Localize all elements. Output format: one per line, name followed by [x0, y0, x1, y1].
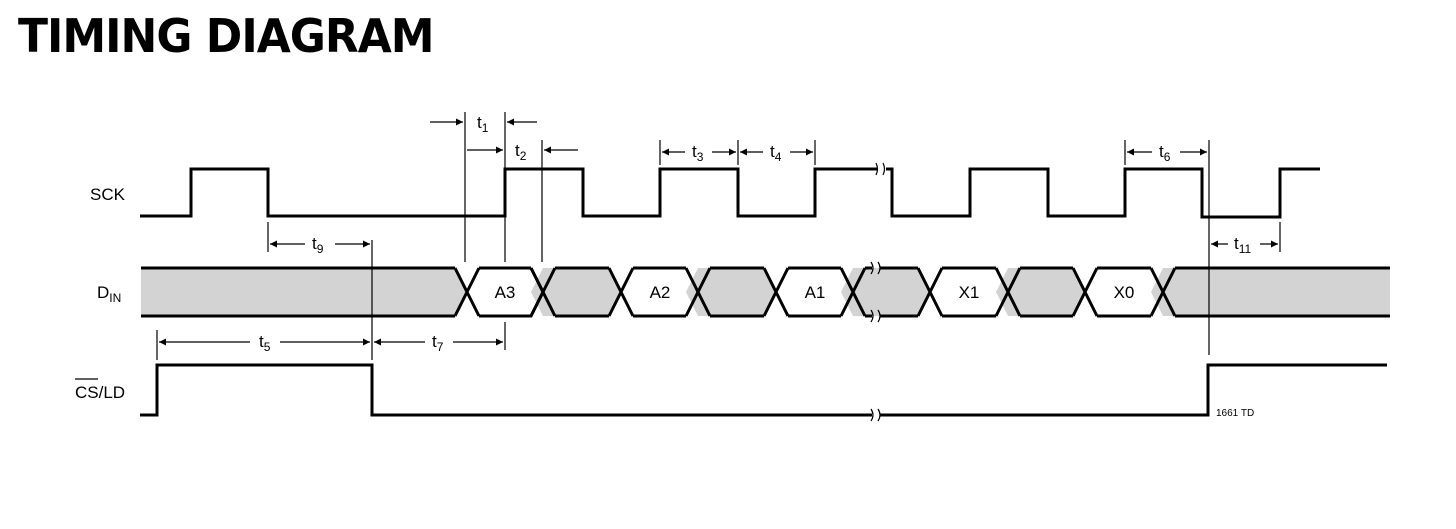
page-title: TIMING DIAGRAM [18, 10, 435, 64]
din-cell-shaded [531, 268, 621, 316]
din-cell-label: A1 [805, 283, 826, 302]
t6-label: t6 [1159, 142, 1171, 164]
din-crossover [684, 266, 764, 318]
sck-waveform [140, 167, 1320, 219]
din-cell-shaded [686, 268, 776, 316]
din-label: DIN [97, 283, 121, 305]
din-cell-x0 [1071, 266, 1151, 318]
din-cell-label: A2 [650, 283, 671, 302]
din-cell-label: A3 [495, 283, 516, 302]
cs-ld-waveform [140, 363, 1387, 417]
reference-lines [156, 112, 1281, 360]
t1-label: t1 [477, 113, 489, 135]
figure-tag: 1661 TD [1216, 408, 1254, 419]
sck-break-mark [875, 162, 886, 176]
din-crossover [839, 266, 918, 318]
t3-label: t3 [692, 142, 704, 164]
t11-label: t11 [1234, 234, 1252, 256]
din-edge [141, 266, 455, 318]
din-crossover [994, 266, 1073, 318]
t9-label: t9 [312, 234, 324, 256]
din-crossover [453, 267, 481, 317]
din-cell-x1 [916, 266, 996, 318]
din-cell-a1 [762, 266, 841, 318]
timing-arrows [159, 118, 1278, 346]
t7-label: t7 [432, 332, 444, 354]
din-cell-label: X0 [1114, 283, 1135, 302]
din-cell-shaded [996, 268, 1085, 316]
din-cell-shaded [841, 268, 930, 316]
din-cell-shaded [141, 268, 467, 316]
t2-label: t2 [515, 141, 527, 163]
din-break-mark [870, 261, 881, 323]
din-bus: A3 A2 A1 X1 X0 [141, 261, 1390, 323]
t4-label: t4 [770, 142, 782, 164]
din-cell-label: X1 [959, 283, 980, 302]
cs-break-mark [870, 408, 881, 422]
din-cell-a2 [607, 266, 686, 318]
sck-label: SCK [90, 185, 126, 204]
cs-ld-label: CS/LD [75, 383, 125, 402]
din-edge [1149, 266, 1390, 318]
din-cell-shaded [1151, 268, 1390, 316]
din-crossover [529, 266, 609, 318]
t5-label: t5 [259, 332, 271, 354]
